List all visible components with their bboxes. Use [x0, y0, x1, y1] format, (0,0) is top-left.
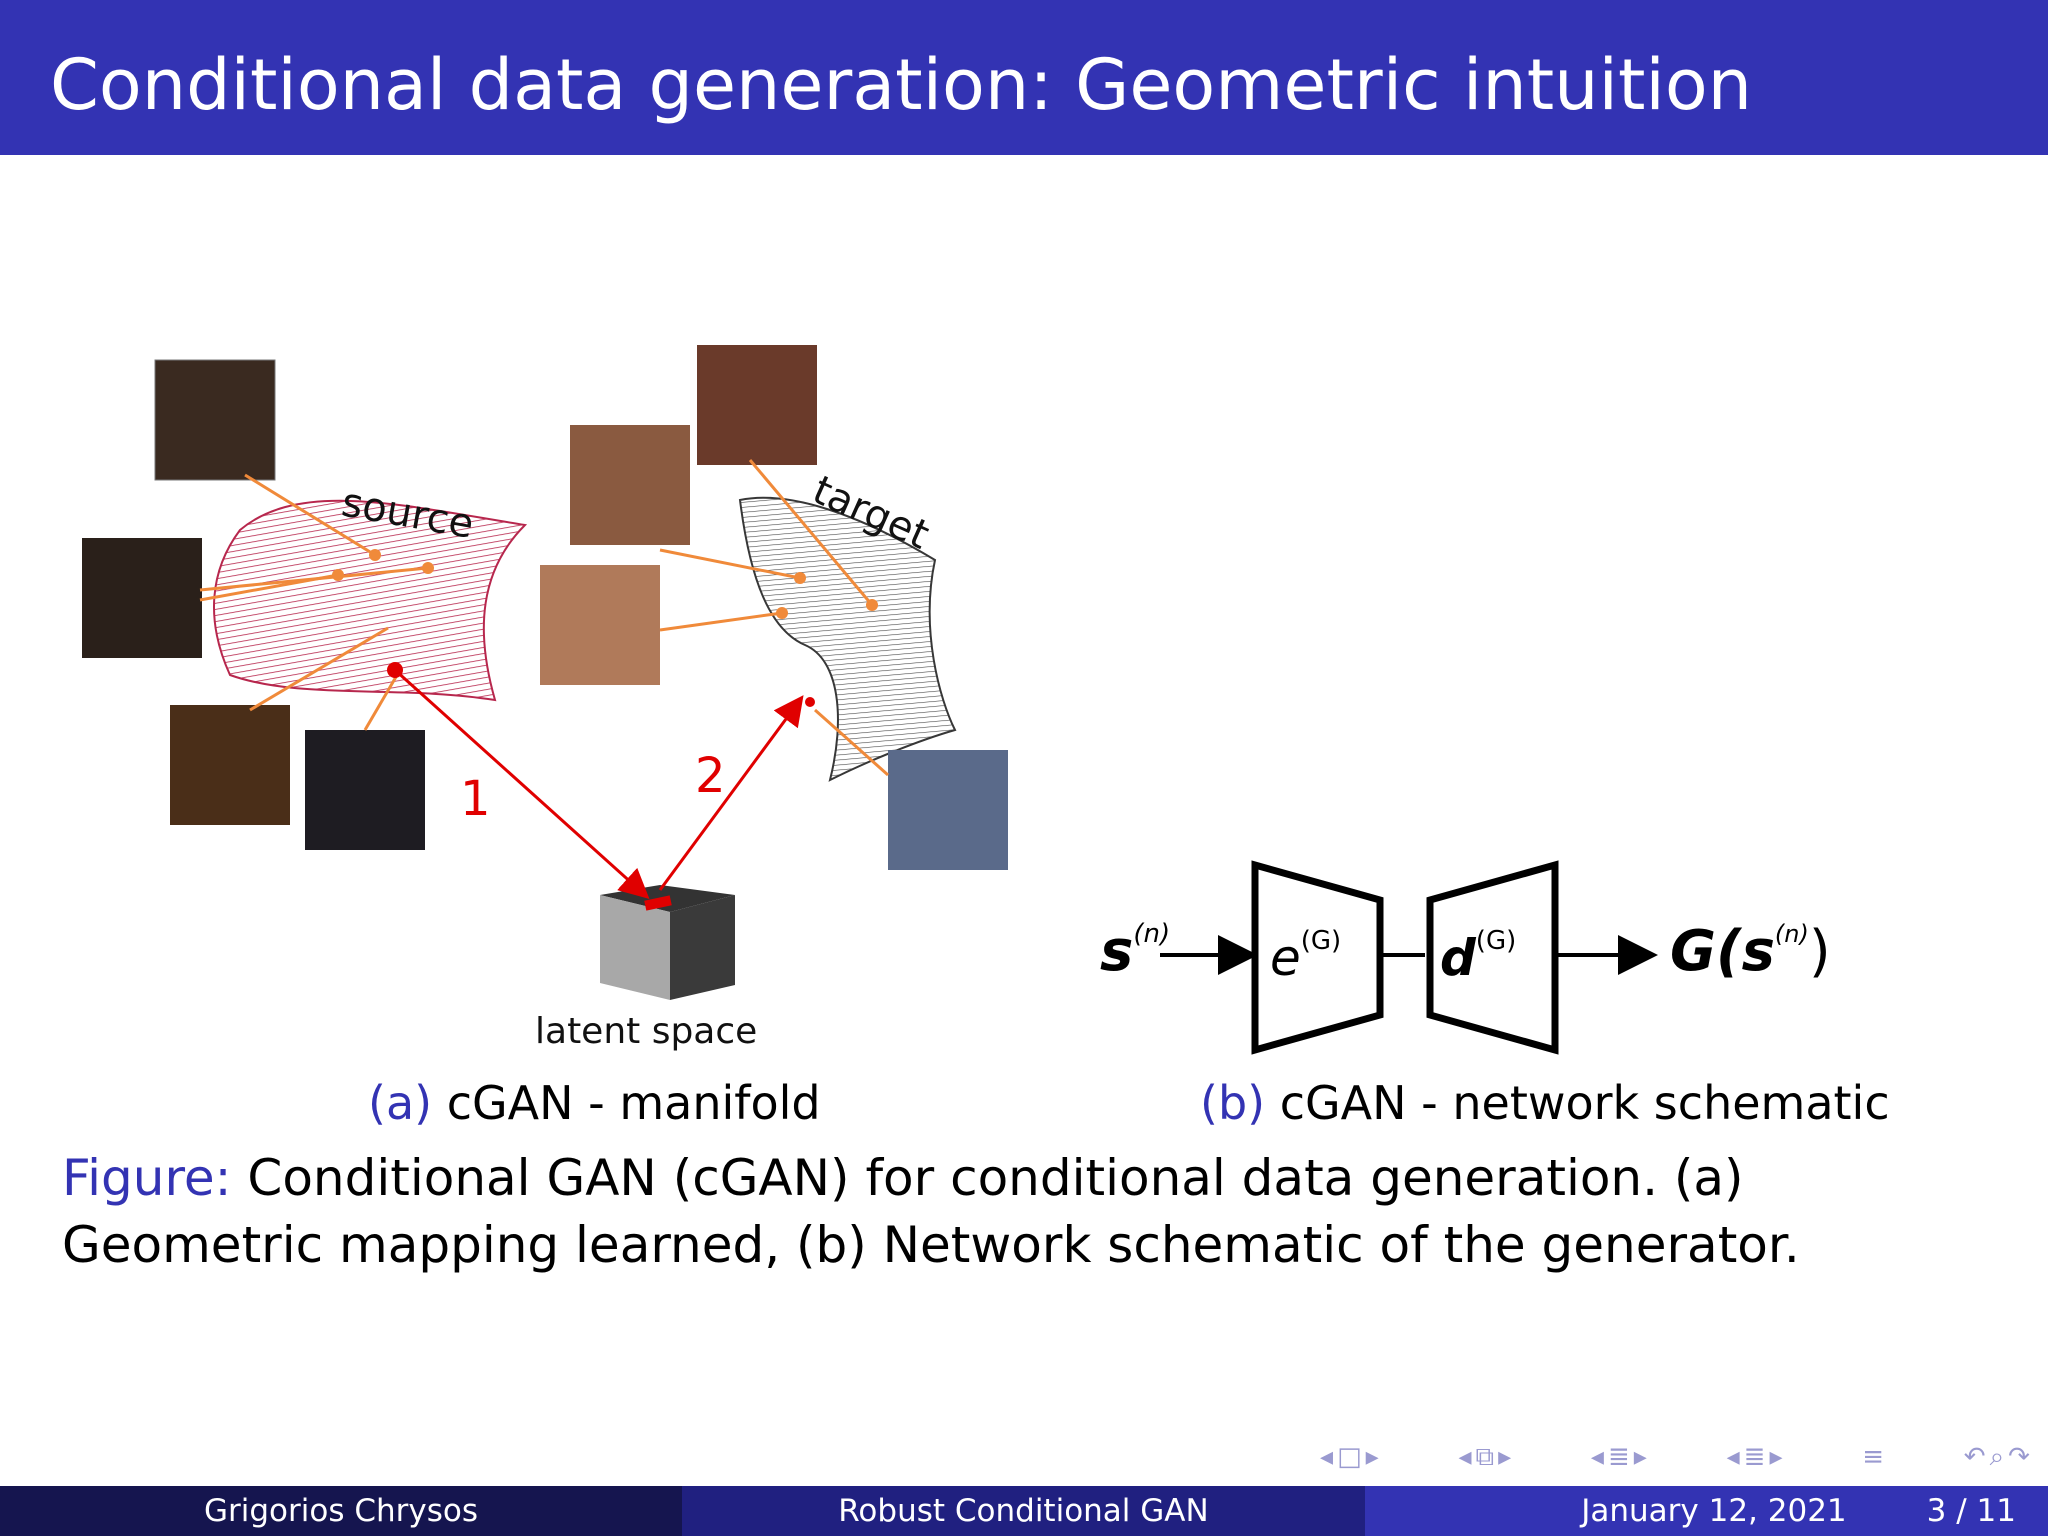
footer-right: January 12, 2021 3 / 11	[1365, 1486, 2048, 1536]
encoder-symbol: e(G)	[1270, 926, 1341, 987]
target-manifold	[738, 496, 957, 782]
subcaption-a-number: (a)	[368, 1076, 433, 1130]
figure-b-network-schematic: s(n) e(G) d(G) G(s(n))	[1100, 860, 1831, 1055]
subcaption-a-text: cGAN - manifold	[446, 1076, 821, 1130]
footer-date: January 12, 2021	[1581, 1493, 1847, 1529]
subcaption-a: (a) cGAN - manifold	[368, 1075, 821, 1131]
source-manifold	[213, 499, 528, 702]
footer-author: Grigorios Chrysos	[0, 1486, 682, 1536]
subcaption-b: (b) cGAN - network schematic	[1200, 1075, 1890, 1131]
subsection-nav-icon[interactable]: ◂⧉▸	[1458, 1442, 1512, 1472]
encoder-block	[1251, 860, 1384, 1055]
figure-a-manifold: source target	[82, 345, 1008, 1052]
output-symbol: G(s(n))	[1670, 919, 1831, 984]
target-face-image	[697, 345, 817, 465]
subcaption-b-number: (b)	[1200, 1076, 1266, 1130]
footer-page-number: 3 / 11	[1926, 1493, 2016, 1529]
beamer-navigation-bar: ◂□▸ ◂⧉▸ ◂≣▸ ◂≣▸ ≡ ↶⌕↷	[1320, 1440, 2030, 1474]
source-face-image	[82, 538, 202, 658]
latent-space-label: latent space	[535, 1011, 757, 1052]
frame-nav-icon[interactable]: ◂□▸	[1320, 1442, 1379, 1472]
document-nav-icon[interactable]: ◂≣▸	[1726, 1442, 1783, 1472]
title-bar: Conditional data generation: Geometric i…	[0, 0, 2048, 155]
source-face-image	[155, 360, 275, 480]
arrow-1-label: 1	[460, 771, 491, 827]
mapping-arrows	[387, 662, 815, 900]
target-face-image	[570, 425, 690, 545]
latent-space-box	[600, 885, 735, 1000]
target-face-thumbnails	[540, 345, 1008, 870]
subcaption-b-text: cGAN - network schematic	[1279, 1076, 1890, 1130]
footer-bar: Grigorios Chrysos Robust Conditional GAN…	[0, 1486, 2048, 1536]
generated-face-image	[888, 750, 1008, 870]
slide-title: Conditional data generation: Geometric i…	[50, 44, 1753, 126]
search-back-forward-icon[interactable]: ↶⌕↷	[1963, 1442, 2030, 1472]
arrow-2-label: 2	[695, 748, 726, 804]
decoder-symbol: d(G)	[1440, 926, 1516, 987]
figure-caption-text: Conditional GAN (cGAN) for conditional d…	[62, 1149, 1800, 1274]
footer-talk-title: Robust Conditional GAN	[682, 1486, 1365, 1536]
input-symbol: s(n)	[1100, 919, 1170, 984]
align-icon[interactable]: ≡	[1862, 1442, 1885, 1472]
source-face-image	[170, 705, 290, 825]
figure-caption-label: Figure:	[62, 1149, 232, 1207]
source-face-image	[305, 730, 425, 850]
section-nav-icon[interactable]: ◂≣▸	[1590, 1442, 1647, 1472]
decoder-block	[1426, 860, 1559, 1055]
figure-caption: Figure: Conditional GAN (cGAN) for condi…	[62, 1145, 1962, 1279]
source-face-thumbnails	[82, 359, 425, 850]
target-face-image	[540, 565, 660, 685]
